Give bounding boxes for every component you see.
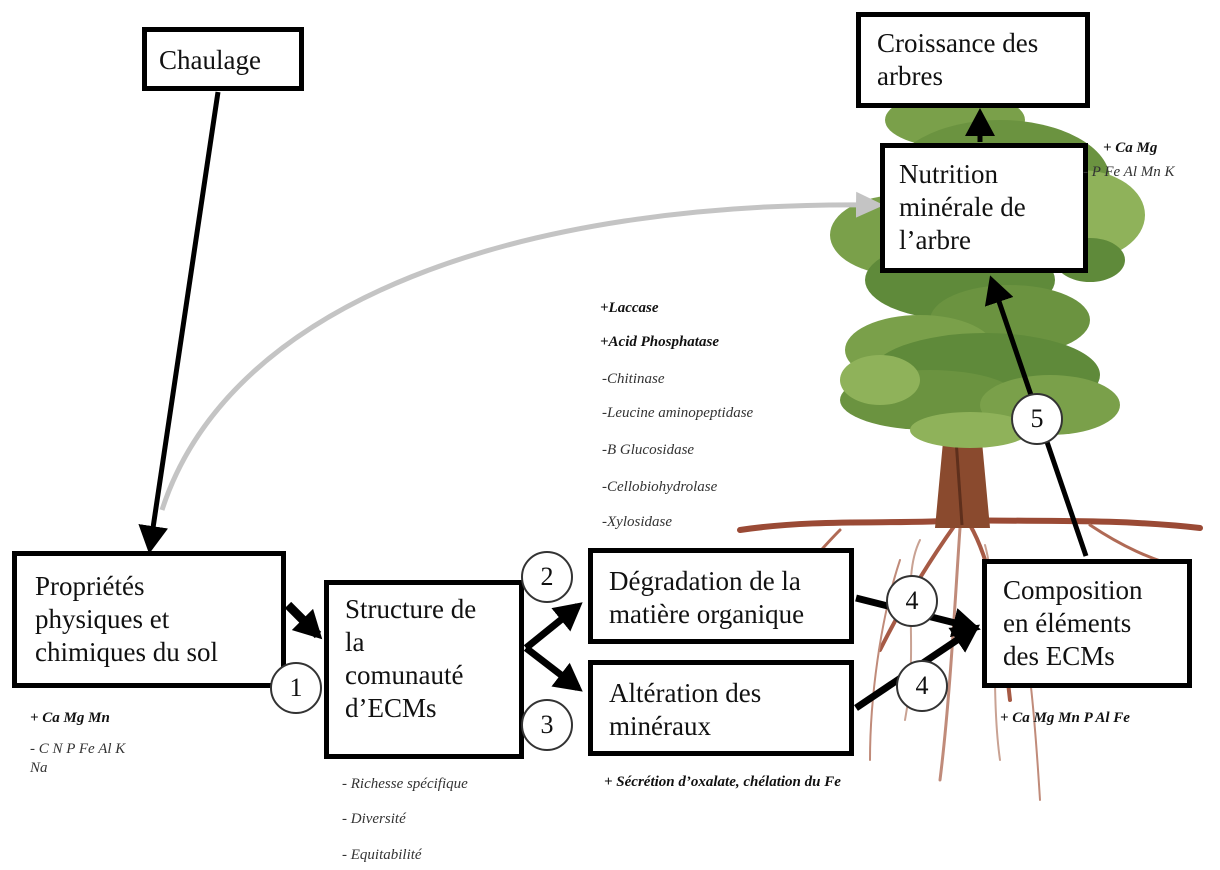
box-chaulage: Chaulage (142, 27, 304, 91)
alteration-note: + Sécrétion d’oxalate, chélation du Fe (604, 774, 841, 790)
tree-plus-note: + Ca Mg (1103, 140, 1158, 156)
enzyme-item: -Chitinase (602, 371, 665, 387)
soil-plus-note: + Ca Mg Mn (30, 710, 110, 726)
step-badge: 5 (1011, 393, 1063, 445)
soil-minus-note: - C N P Fe Al K (30, 741, 126, 757)
step-badge: 2 (521, 551, 573, 603)
composition-note: + Ca Mg Mn P Al Fe (1000, 710, 1130, 726)
step-badge: 4 (886, 575, 938, 627)
box-alteration-mineraux: Altération des minéraux (588, 660, 854, 756)
box-structure-communaute: Structure de la comunauté d’ECMs (324, 580, 524, 759)
feedback-arrow (159, 191, 884, 511)
box-nutrition-minerale: Nutrition minérale de l’arbre (880, 143, 1088, 273)
enzyme-item: -Leucine aminopeptidase (602, 405, 754, 421)
step-badge: 1 (270, 662, 322, 714)
enzyme-item: +Acid Phosphatase (600, 334, 719, 350)
arrow-structure-to-alteration (523, 645, 583, 692)
enzyme-item: -Cellobiohydrolase (602, 479, 718, 495)
community-metric: - Equitabilité (342, 847, 422, 863)
community-metric: - Diversité (342, 811, 406, 827)
arrow-chaulage-to-sol (138, 91, 221, 554)
tree-minus-note: - P Fe Al Mn K (1083, 164, 1175, 180)
enzyme-item: +Laccase (600, 300, 659, 316)
community-metric: - Richesse spécifique (342, 776, 468, 792)
arrow-structure-to-degradation (523, 602, 583, 651)
box-composition-ecms: Composition en éléments des ECMs (982, 559, 1192, 688)
enzyme-item: -Xylosidase (602, 514, 672, 530)
arrow-sol-to-structure (284, 601, 323, 640)
step-badge: 3 (521, 699, 573, 751)
box-proprietes-du-sol: Propriétés physiques et chimiques du sol (12, 551, 286, 688)
soil-minus-note-cont: Na (30, 760, 48, 776)
step-badge: 4 (896, 660, 948, 712)
box-degradation-matiere-organique: Dégradation de la matière organique (588, 548, 854, 644)
enzyme-item: -B Glucosidase (602, 442, 695, 458)
box-croissance-des-arbres: Croissance des arbres (856, 12, 1090, 108)
